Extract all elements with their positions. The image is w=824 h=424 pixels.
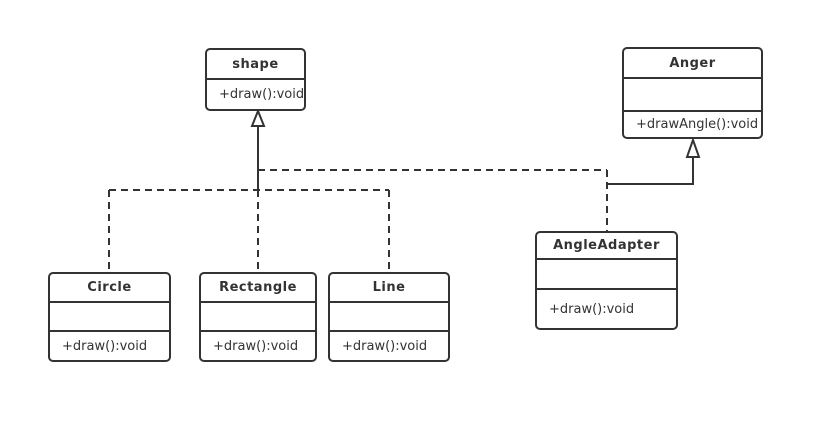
class-box-anger[interactable]: Anger +drawAngle():void [622, 47, 763, 139]
class-attributes-circle [50, 303, 169, 332]
class-box-line[interactable]: Line +draw():void [328, 272, 450, 362]
class-methods-circle: +draw():void [50, 332, 169, 360]
class-title-anger: Anger [624, 49, 761, 79]
class-attributes-line [330, 303, 448, 332]
class-methods-line: +draw():void [330, 332, 448, 360]
generalization-arrowhead-anger-icon[interactable] [685, 136, 701, 158]
class-box-shape[interactable]: shape +draw():void [205, 48, 306, 111]
method-label: +draw():void [213, 338, 299, 354]
class-methods-shape: +draw():void [207, 80, 304, 109]
method-label: +draw():void [549, 301, 635, 317]
class-box-rectangle[interactable]: Rectangle +draw():void [199, 272, 317, 362]
method-label: +draw():void [342, 338, 428, 354]
class-title-rectangle: Rectangle [201, 274, 315, 303]
method-label: +draw():void [62, 338, 148, 354]
class-box-angleadapter[interactable]: AngleAdapter +draw():void [535, 231, 678, 330]
class-methods-angleadapter: +draw():void [537, 290, 676, 328]
class-title-circle: Circle [50, 274, 169, 303]
class-methods-rectangle: +draw():void [201, 332, 315, 360]
method-label: +draw():void [219, 87, 305, 102]
class-title-line: Line [330, 274, 448, 303]
class-attributes-anger [624, 79, 761, 112]
method-label: +drawAngle():void [636, 117, 759, 132]
class-methods-anger: +drawAngle():void [624, 112, 761, 137]
realization-arrowhead-shape-icon[interactable] [250, 108, 266, 127]
generalization-angleadapter-anger-line[interactable] [607, 157, 694, 185]
class-attributes-angleadapter [537, 260, 676, 290]
class-title-angleadapter: AngleAdapter [537, 233, 676, 260]
class-box-circle[interactable]: Circle +draw():void [48, 272, 171, 362]
class-title-shape: shape [207, 50, 304, 80]
class-attributes-rectangle [201, 303, 315, 332]
